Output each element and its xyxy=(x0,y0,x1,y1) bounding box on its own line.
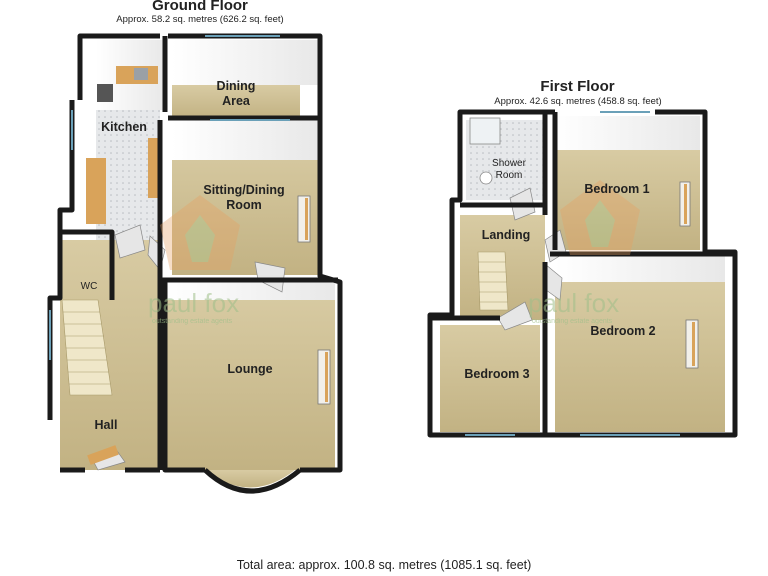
kitchen-floor xyxy=(96,110,160,240)
window-icon xyxy=(465,111,680,436)
room-label-lounge: Lounge xyxy=(227,362,273,376)
sink-icon xyxy=(134,68,148,80)
first-floor-walls xyxy=(427,109,738,438)
fireplace-icon xyxy=(317,349,331,405)
room-label-bedroom-3: Bedroom 3 xyxy=(464,367,530,381)
total-area: Total area: approx. 100.8 sq. metres (10… xyxy=(236,558,532,572)
ground-floor-plan xyxy=(47,33,343,494)
room-label-kitchen: Kitchen xyxy=(101,120,147,134)
room-label-hall: Hall xyxy=(94,418,118,432)
room-label-bedroom-2: Bedroom 2 xyxy=(590,324,656,338)
toilet-icon xyxy=(479,171,493,185)
bedroom-1-floor xyxy=(555,150,700,250)
room-label-sitting-dining: Sitting/Dining Room xyxy=(203,183,285,212)
ground-floor-area: Approx. 58.2 sq. metres (626.2 sq. feet) xyxy=(116,14,284,25)
ground-floor-title: Ground Floor xyxy=(152,0,248,14)
lounge-floor xyxy=(165,290,335,470)
shower-tray-icon xyxy=(469,117,501,145)
hall-floor xyxy=(60,240,160,470)
watermark-brand: paul fox xyxy=(148,288,240,318)
lounge-bay-window xyxy=(203,468,302,494)
first-floor-plan xyxy=(427,109,738,438)
sitting-dining-floor xyxy=(172,140,318,275)
watermark-logo-icon xyxy=(160,180,640,270)
kitchen-worktop xyxy=(86,158,106,224)
stairs xyxy=(61,299,113,396)
dining-area-floor xyxy=(172,85,300,118)
room-label-wc: WC xyxy=(80,281,98,292)
room-label-landing: Landing xyxy=(481,228,531,242)
wall-face xyxy=(172,40,318,85)
bedroom-3-floor xyxy=(440,325,540,432)
stairs xyxy=(477,251,509,311)
watermark-tagline: outstanding estate agents xyxy=(532,318,613,325)
hob-icon xyxy=(97,84,113,102)
front-door-icon xyxy=(87,445,119,465)
wall-face xyxy=(555,116,700,150)
window-icon xyxy=(49,35,290,360)
room-label-bedroom-1: Bedroom 1 xyxy=(584,182,650,196)
wall-face xyxy=(555,256,725,282)
room-label-shower-room: Shower Room xyxy=(492,158,526,181)
first-floor-area: Approx. 42.6 sq. metres (458.8 sq. feet) xyxy=(494,96,662,107)
bedroom-2-floor xyxy=(555,280,725,432)
watermark-tagline: outstanding estate agents xyxy=(152,318,233,325)
wall-face xyxy=(172,120,318,160)
room-label-dining-area: Dining Area xyxy=(216,79,256,108)
first-floor-title: First Floor xyxy=(540,78,615,95)
wall-face xyxy=(165,282,335,300)
watermark-brand: paul fox xyxy=(528,288,620,318)
